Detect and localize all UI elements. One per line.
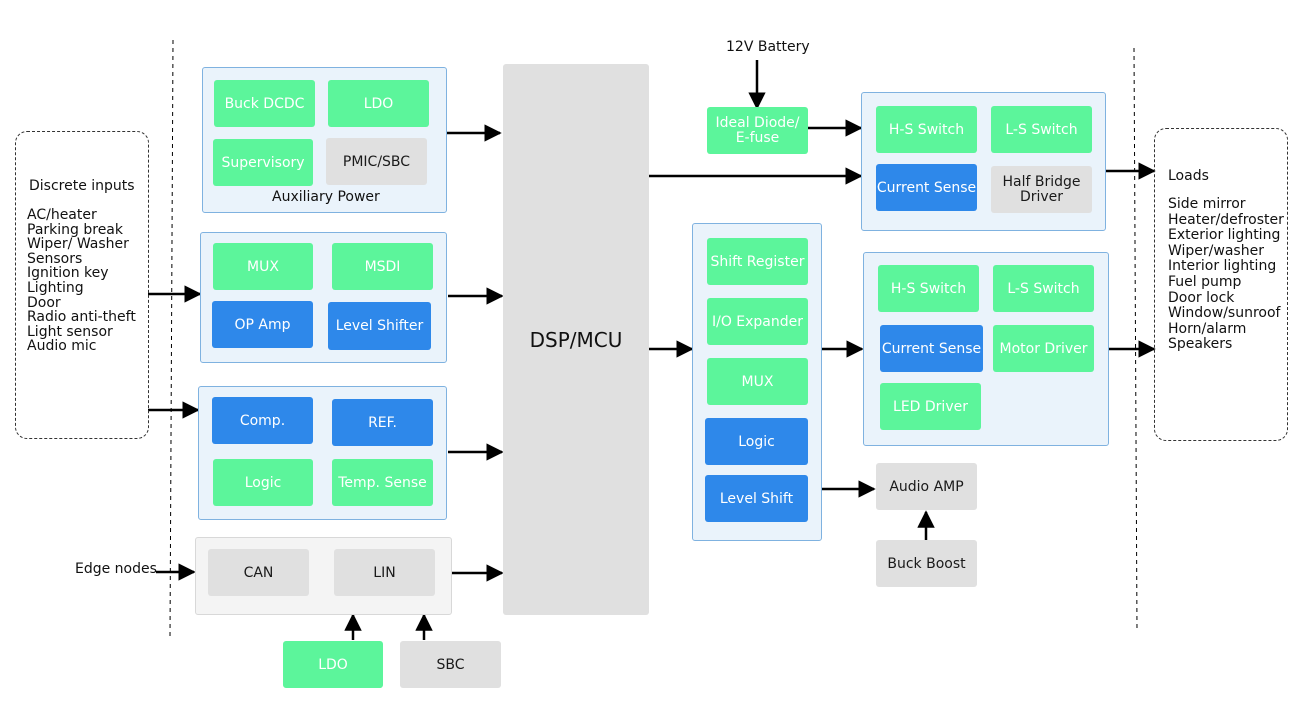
input-item: AC/heater [27, 207, 97, 223]
led-driver-block: LED Driver [880, 383, 981, 430]
hs-switch-mid-block: H-S Switch [878, 265, 979, 312]
load-item: Side mirror [1168, 196, 1246, 212]
discrete-inputs-list: AC/heater Parking break Wiper/ Washer Se… [27, 208, 136, 354]
ideal-diode-line1: Ideal Diode/ [715, 114, 800, 131]
ideal-diode-line2: E-fuse [735, 129, 780, 146]
input-item: Door [27, 294, 61, 311]
current-sense-top-block: Current Sense [876, 164, 977, 211]
load-item: Door lock [1168, 289, 1235, 306]
input-item: Lighting [27, 279, 84, 296]
hs-switch-top-block: H-S Switch [876, 106, 977, 153]
load-item: Heater/defroster [1168, 211, 1284, 228]
load-item: Exterior lighting [1168, 227, 1281, 244]
load-item: Fuel pump [1168, 273, 1242, 290]
io-expander-block: I/O Expander [707, 298, 808, 345]
left-boundary-line [169, 39, 174, 638]
dsp-mcu-block: DSP/MCU [503, 64, 649, 615]
half-bridge-line2: Driver [1019, 188, 1064, 205]
input-item: Ignition key [27, 265, 109, 282]
mux-block: MUX [213, 243, 313, 290]
can-block: CAN [208, 549, 309, 596]
loads-heading: Loads [1168, 168, 1209, 184]
io-mux-block: MUX [707, 358, 808, 405]
current-sense-mid-block: Current Sense [880, 325, 983, 372]
input-item: Light sensor [27, 323, 113, 340]
bottom-ldo-block: LDO [283, 641, 383, 688]
load-item: Window/sunroof [1168, 305, 1281, 322]
input-item: Wiper/ Washer [27, 236, 129, 253]
lin-block: LIN [334, 549, 435, 596]
pmic-sbc-block: PMIC/SBC [326, 138, 427, 185]
battery-label: 12V Battery [726, 39, 810, 55]
auxiliary-power-label: Auxiliary Power [272, 189, 380, 205]
temp-sense-block: Temp. Sense [332, 459, 433, 506]
load-item: Wiper/washer [1168, 242, 1264, 259]
load-item: Horn/alarm [1168, 320, 1247, 337]
input-item: Radio anti-theft [27, 309, 136, 326]
buck-boost-block: Buck Boost [876, 540, 977, 587]
input-item: Sensors [27, 250, 83, 267]
ls-switch-mid-block: L-S Switch [993, 265, 1094, 312]
ideal-diode-efuse-block: Ideal Diode/ E-fuse [707, 107, 808, 154]
load-item: Interior lighting [1168, 258, 1277, 275]
input-item: Audio mic [27, 338, 97, 355]
ls-switch-top-block: L-S Switch [991, 106, 1092, 153]
loads-box [1154, 128, 1288, 441]
half-bridge-driver-block: Half Bridge Driver [991, 166, 1092, 213]
right-boundary-line [1133, 47, 1138, 632]
ldo-block: LDO [328, 80, 429, 127]
edge-nodes-label: Edge nodes [75, 561, 157, 577]
discrete-inputs-heading: Discrete inputs [29, 178, 135, 194]
load-item: Speakers [1168, 336, 1233, 353]
io-logic-block: Logic [705, 418, 808, 465]
loads-list: Side mirror Heater/defroster Exterior li… [1168, 196, 1284, 353]
op-amp-block: OP Amp [212, 301, 313, 348]
ref-block: REF. [332, 399, 433, 446]
comp-block: Comp. [212, 397, 313, 444]
discrete-inputs-box [15, 131, 149, 439]
bottom-sbc-block: SBC [400, 641, 501, 688]
supervisory-block: Supervisory [213, 139, 313, 186]
half-bridge-line1: Half Bridge [1002, 173, 1081, 190]
buck-dcdc-block: Buck DCDC [214, 80, 315, 127]
msdi-block: MSDI [332, 243, 433, 290]
audio-amp-block: Audio AMP [876, 463, 977, 510]
shift-register-block: Shift Register [707, 238, 808, 285]
input-item: Parking break [27, 221, 123, 238]
logic-block: Logic [213, 459, 313, 506]
motor-driver-block: Motor Driver [993, 325, 1094, 372]
level-shifter-block: Level Shifter [328, 302, 431, 350]
level-shift-block: Level Shift [705, 475, 808, 522]
